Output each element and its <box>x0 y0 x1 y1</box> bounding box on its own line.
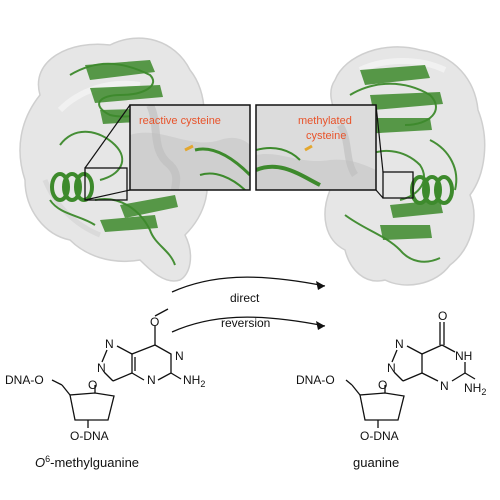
zoom-left-panel <box>129 104 251 191</box>
left-molecule-caption: O6-methylguanine <box>35 454 139 470</box>
zoom-right-label-2: cysteine <box>306 130 346 142</box>
right-ring-n1: N <box>440 379 449 393</box>
right-ring-n2: N <box>395 337 404 351</box>
zoom-right: methylated cysteine <box>255 104 414 199</box>
left-dna-5: DNA-O <box>5 373 44 387</box>
right-carbonyl-o: O <box>438 309 447 323</box>
left-ring-n3: N <box>105 337 114 351</box>
left-dna-3: O-DNA <box>70 429 109 443</box>
right-amine: NH2 <box>464 381 486 397</box>
zoom-left-label: reactive cysteine <box>139 115 221 127</box>
right-molecule-atoms: O NH N N N NH2 O DNA-O O-DNA guanine <box>296 309 486 470</box>
zoom-right-panel <box>255 104 377 191</box>
zoom-left-marker <box>84 167 128 201</box>
left-molecule-atoms: O N N N N NH2 O DNA-O O-DNA O6-methylgua… <box>5 315 205 470</box>
right-molecule-caption: guanine <box>353 455 399 470</box>
zoom-right-label-1: methylated <box>298 115 352 127</box>
zoom-left: reactive cysteine <box>84 104 251 201</box>
left-ring-n4: N <box>97 361 106 375</box>
left-ring-n2: N <box>175 349 184 363</box>
right-nh: NH <box>455 349 472 363</box>
left-ring-n1: N <box>147 373 156 387</box>
arrow-label-reversion: reversion <box>221 316 270 330</box>
right-ring-n3: N <box>387 361 396 375</box>
arrow-label-direct: direct <box>230 291 260 305</box>
left-methoxy-o: O <box>150 315 159 329</box>
right-sugar-o: O <box>378 378 387 392</box>
left-amine: NH2 <box>183 373 205 389</box>
zoom-right-marker <box>382 171 414 199</box>
reaction-arrow-icon <box>171 276 326 333</box>
right-dna-5: DNA-O <box>296 373 335 387</box>
left-molecule <box>51 308 182 428</box>
right-dna-3: O-DNA <box>360 429 399 443</box>
right-molecule <box>345 322 476 428</box>
left-sugar-o: O <box>88 378 97 392</box>
